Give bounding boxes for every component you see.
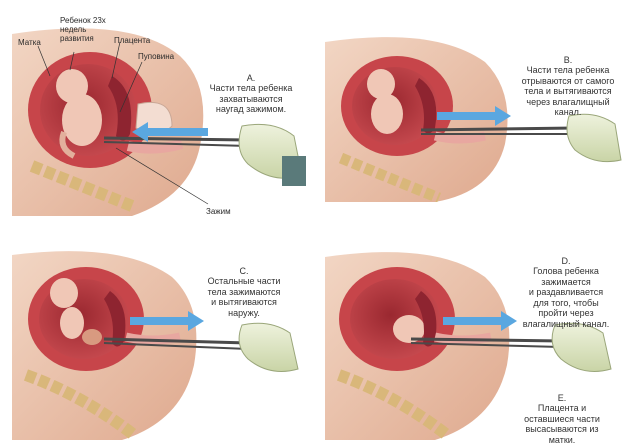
pointer-clamp bbox=[115, 147, 209, 205]
gloved-hand bbox=[551, 322, 612, 372]
step-a-text: Части тела ребенка захватываются наугад … bbox=[209, 83, 293, 114]
pointer-placenta bbox=[111, 41, 121, 79]
fetus-head-figure bbox=[393, 315, 425, 343]
pointer-uterus bbox=[37, 45, 51, 77]
pointer-fetus bbox=[69, 51, 75, 71]
placenta-shape bbox=[108, 76, 132, 141]
panel-d-illustration bbox=[325, 245, 625, 440]
cervix-canal bbox=[126, 139, 184, 154]
step-a-letter: A. bbox=[246, 72, 256, 83]
step-c-caption: C. Остальные части тела зажимаются и выт… bbox=[196, 255, 292, 318]
step-d-text: Голова ребенка зажимается и раздавливает… bbox=[522, 266, 610, 329]
label-placenta: Плацента bbox=[114, 36, 151, 45]
clamp-instrument bbox=[103, 136, 249, 142]
step-b-text: Части тела ребенка отрываются от самого … bbox=[521, 65, 615, 117]
step-d-caption: D. Голова ребенка зажимается и раздавлив… bbox=[508, 245, 624, 329]
extraction-arrow bbox=[132, 122, 208, 142]
gloved-hand bbox=[238, 322, 299, 372]
label-cord: Пуповина bbox=[138, 52, 175, 61]
step-e-caption: E. Плацента и оставшиеся части высасываю… bbox=[510, 382, 614, 445]
step-d-letter: D. bbox=[561, 255, 571, 266]
fetus-figure bbox=[56, 69, 102, 159]
step-c-text: Остальные части тела зажимаются и вытяги… bbox=[207, 276, 281, 318]
label-fetus: Ребенок 23х недель развития bbox=[60, 16, 106, 43]
step-b-caption: B. Части тела ребенка отрываются от само… bbox=[512, 44, 624, 118]
panel-a-illustration bbox=[12, 16, 312, 216]
fetus-figure bbox=[50, 278, 102, 345]
step-c-letter: C. bbox=[239, 265, 249, 276]
gloved-hand bbox=[566, 113, 622, 163]
panel-b-illustration bbox=[325, 32, 625, 202]
step-e-text: Плацента и оставшиеся части высасываются… bbox=[524, 403, 600, 445]
fetus-figure bbox=[367, 69, 403, 134]
panel-c-illustration bbox=[12, 245, 312, 440]
step-b-letter: B. bbox=[563, 54, 573, 65]
pointer-cord bbox=[119, 61, 143, 113]
step-a-caption: A. Части тела ребенка захватываются науг… bbox=[196, 62, 306, 115]
label-clamp: Зажим bbox=[206, 207, 231, 216]
label-uterus: Матка bbox=[18, 38, 41, 47]
step-e-letter: E. bbox=[557, 392, 567, 403]
gloved-hand bbox=[238, 123, 306, 186]
